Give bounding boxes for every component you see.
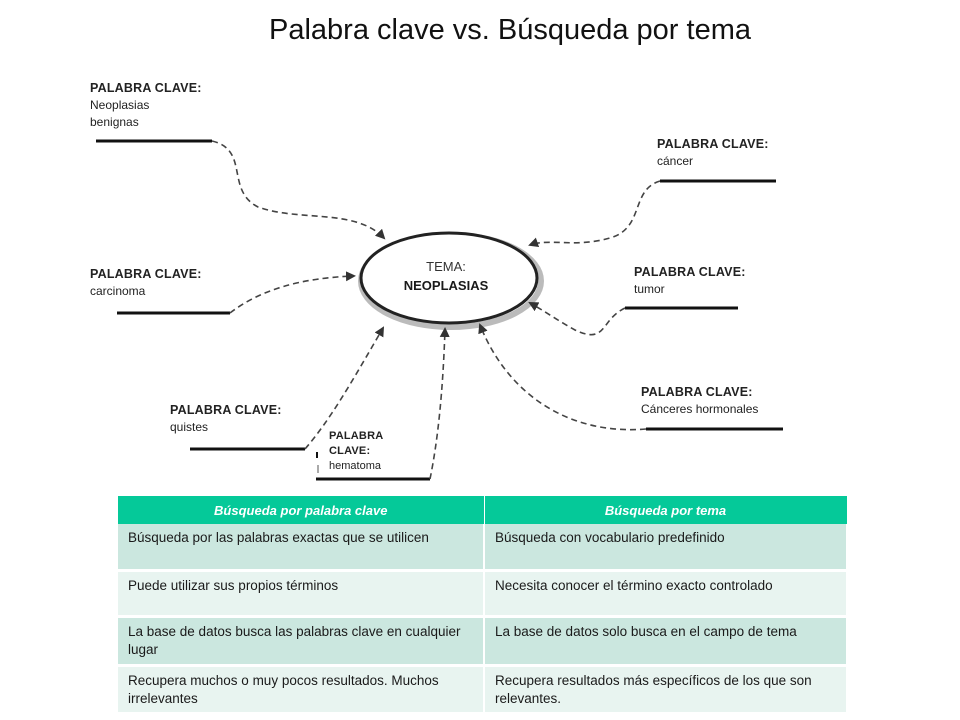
keyword-label: PALABRA CLAVE: — [90, 81, 202, 95]
table-cell: La base de datos busca las palabras clav… — [118, 616, 485, 667]
keyword-cancer: PALABRA CLAVE: cáncer — [657, 136, 769, 170]
keyword-value: carcinoma — [90, 284, 146, 298]
keyword-carcinoma: PALABRA CLAVE: carcinoma — [90, 266, 202, 300]
keyword-hematoma: PALABRA CLAVE: hematoma — [329, 429, 383, 474]
table-cell: Búsqueda con vocabulario predefinido — [484, 524, 848, 572]
column-header-topic: Búsqueda por tema — [484, 496, 848, 524]
link-carcinoma — [229, 271, 356, 314]
table-header-row: Búsqueda por palabra clave Búsqueda por … — [118, 496, 848, 524]
column-header-keyword: Búsqueda por palabra clave — [118, 496, 485, 524]
keyword-value: cáncer — [657, 154, 694, 168]
table-row: La base de datos busca las palabras clav… — [118, 616, 848, 667]
keyword-value: quistes — [170, 420, 209, 434]
link-canceres-hormonales — [478, 323, 647, 431]
link-neoplasias-benignas — [211, 140, 386, 240]
keyword-tumor: PALABRA CLAVE: tumor — [634, 264, 746, 298]
topic-label-line1: TEMA: — [426, 259, 466, 274]
topic-label-line2: NEOPLASIAS — [403, 278, 489, 293]
keyword-value: tumor — [634, 282, 665, 296]
table-cell: Puede utilizar sus propios términos — [118, 570, 485, 618]
keyword-value: hematoma — [329, 460, 381, 472]
keyword-quistes: PALABRA CLAVE: quistes — [170, 402, 282, 436]
table-cell: Búsqueda por las palabras exactas que se… — [118, 524, 485, 572]
link-cancer — [528, 180, 661, 248]
keyword-label: PALABRA CLAVE: — [170, 403, 282, 417]
table-cell: La base de datos solo busca en el campo … — [484, 616, 848, 667]
keyword-canceres-hormonales: PALABRA CLAVE: Cánceres hormonales — [641, 384, 758, 418]
page-title: Palabra clave vs. Búsqueda por tema — [269, 14, 751, 46]
link-tumor — [528, 302, 626, 336]
table-row: Búsqueda por las palabras exactas que se… — [118, 524, 848, 572]
topic-label: TEMA: NEOPLASIAS — [356, 257, 536, 295]
link-quistes — [304, 326, 385, 450]
keyword-value: benignas — [90, 115, 139, 129]
concept-map — [96, 139, 783, 481]
keyword-neoplasias-benignas: PALABRA CLAVE: Neoplasias benignas — [90, 80, 202, 131]
table-row: Puede utilizar sus propios términos Nece… — [118, 570, 848, 618]
table-cell: Necesita conocer el término exacto contr… — [484, 570, 848, 618]
keyword-value: Cánceres hormonales — [641, 402, 759, 416]
keyword-label: CLAVE: — [329, 445, 371, 457]
keyword-label: PALABRA CLAVE: — [90, 267, 202, 281]
topic-ellipse — [359, 231, 539, 325]
keyword-label: PALABRA — [329, 430, 384, 442]
keyword-label: PALABRA CLAVE: — [634, 265, 746, 279]
table-cell: Recupera resultados más específicos de l… — [484, 665, 848, 715]
keyword-label: PALABRA CLAVE: — [657, 137, 769, 151]
comparison-table: Búsqueda por palabra clave Búsqueda por … — [118, 496, 848, 715]
keyword-value: Neoplasias — [90, 98, 150, 112]
keyword-label: PALABRA CLAVE: — [641, 385, 753, 399]
link-hematoma — [429, 327, 450, 480]
table-cell: Recupera muchos o muy pocos resultados. … — [118, 665, 485, 715]
table-row: Recupera muchos o muy pocos resultados. … — [118, 665, 848, 715]
